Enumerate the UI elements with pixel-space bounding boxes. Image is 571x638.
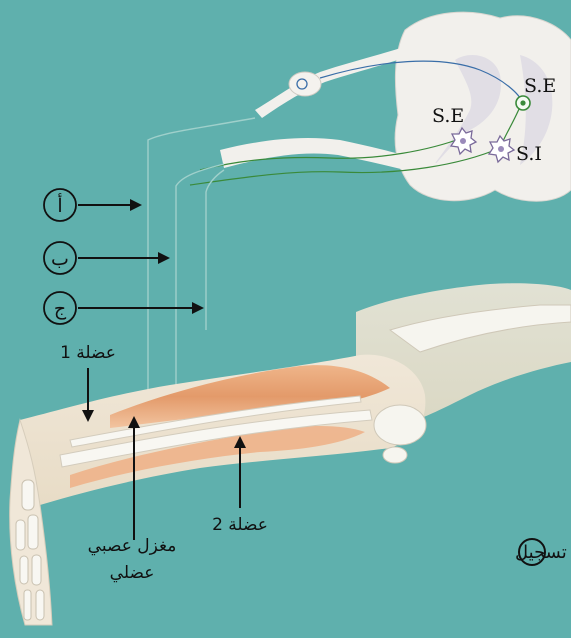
muscle1-label: عضلة 1: [60, 343, 116, 363]
label-se-left: S.E: [432, 105, 464, 127]
label-se-right: S.E: [524, 75, 556, 97]
synapse-se-right: [516, 96, 530, 110]
recorder-label: جهاز تسجيل: [515, 542, 571, 563]
fiber-c-letter: ج: [54, 298, 67, 320]
muscle2-label: عضلة 2: [212, 515, 268, 535]
ganglion: [289, 72, 321, 96]
spindle-label-line2: عضلي: [110, 563, 155, 583]
patella: [383, 447, 407, 463]
spindle-label-line1: مغزل عصبي: [88, 536, 177, 556]
fiber-b-letter: ب: [51, 248, 69, 270]
label-si: S.I: [516, 143, 542, 165]
fiber-a-letter: أ: [57, 192, 62, 217]
knee-joint: [374, 405, 426, 445]
